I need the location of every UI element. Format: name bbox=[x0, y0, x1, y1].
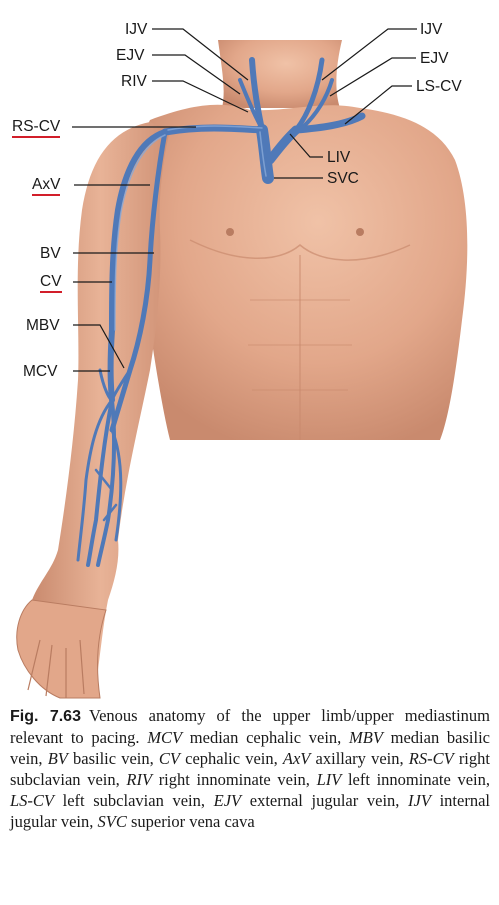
caption-abbr-definition: left innominate vein, bbox=[341, 770, 490, 789]
caption-abbr: IJV bbox=[408, 791, 431, 810]
label-ijv-left: IJV bbox=[125, 21, 148, 38]
arm bbox=[31, 122, 170, 690]
caption-abbr-definition: internal jugular vein, bbox=[10, 791, 490, 831]
vein-network bbox=[76, 57, 366, 567]
caption-abbr: BV bbox=[47, 749, 68, 768]
label-rs-cv: RS-CV bbox=[12, 119, 61, 138]
label-liv: LIV bbox=[327, 149, 351, 166]
caption-abbr-definition: cephalic vein, bbox=[179, 749, 283, 768]
caption-abbr-definition: external jugular vein, bbox=[241, 791, 409, 810]
label-ijv-right: IJV bbox=[420, 21, 443, 38]
caption-abbr: CV bbox=[158, 749, 180, 768]
label-ejv-left: EJV bbox=[116, 47, 145, 64]
torso-arm-illustration bbox=[16, 28, 468, 699]
caption-abbr-definition: median basilic vein, bbox=[10, 728, 490, 768]
label-ejv-right: EJV bbox=[420, 50, 449, 67]
caption-abbr-definition: superior vena cava bbox=[126, 812, 255, 831]
caption-abbr-definition: axillary vein, bbox=[310, 749, 409, 768]
label-mbv: MBV bbox=[26, 317, 60, 334]
label-bv: BV bbox=[40, 245, 61, 262]
anatomy-figure: IJV EJV RIV RS-CV AxV BV CV MBV MCV IJV … bbox=[12, 21, 468, 699]
caption-abbreviations: MCV median cephalic vein, MBV median bas… bbox=[10, 728, 490, 831]
label-svc: SVC bbox=[327, 170, 359, 187]
caption-abbr: RS-CV bbox=[408, 749, 454, 768]
caption-abbr: AxV bbox=[282, 749, 311, 768]
caption-abbr: RIV bbox=[126, 770, 153, 789]
caption-abbr: MBV bbox=[349, 728, 383, 747]
neck bbox=[218, 40, 342, 108]
torso bbox=[135, 104, 468, 440]
caption-abbr: EJV bbox=[213, 791, 242, 810]
caption-abbr-definition: median cephalic vein, bbox=[182, 728, 350, 747]
vein-highlights bbox=[114, 125, 267, 331]
caption-abbr: LIV bbox=[316, 770, 342, 789]
label-mcv: MCV bbox=[23, 363, 58, 380]
caption-intro: Venous anatomy of the upper limb/upper m… bbox=[10, 706, 490, 747]
label-axv: AxV bbox=[32, 177, 61, 196]
caption-abbr: MCV bbox=[147, 728, 183, 747]
caption-abbr-definition: right innominate vein, bbox=[152, 770, 317, 789]
caption-abbr-definition: basilic vein, bbox=[67, 749, 159, 768]
hand bbox=[16, 599, 107, 699]
caption-abbr-definition: right subclavian vein, bbox=[10, 749, 490, 789]
label-ls-cv: LS-CV bbox=[416, 78, 462, 95]
caption-abbr-definition: left subclavian vein, bbox=[54, 791, 214, 810]
label-riv: RIV bbox=[121, 73, 147, 90]
leader-lines bbox=[72, 28, 417, 372]
figure-number: Fig. 7.63 bbox=[10, 708, 81, 725]
label-cv: CV bbox=[40, 274, 62, 293]
caption-abbr: SVC bbox=[97, 812, 127, 831]
caption-abbr: LS-CV bbox=[10, 791, 55, 810]
